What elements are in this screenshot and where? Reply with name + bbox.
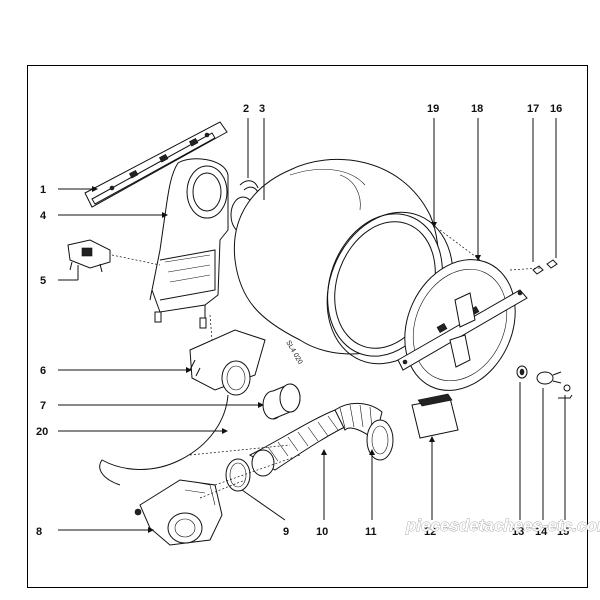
- callout-3: 3: [259, 103, 265, 115]
- part-13-14-15-small: [516, 365, 573, 399]
- callout-16: 16: [550, 103, 562, 115]
- callout-leaders: [58, 118, 566, 533]
- callout-10: 10: [316, 526, 328, 538]
- part-11-hose-clamp: [366, 419, 394, 461]
- part-20-cable: [99, 394, 229, 486]
- callout-2: 2: [243, 103, 249, 115]
- callout-20: 20: [36, 426, 48, 438]
- part-6-inlet-housing: [189, 329, 266, 396]
- callout-13: 13: [512, 526, 524, 538]
- callout-8: 8: [36, 526, 42, 538]
- part-8-fan-motor: [134, 454, 301, 546]
- diagram-frame: [27, 65, 588, 588]
- callout-9: 9: [283, 526, 289, 538]
- callout-1: 1: [40, 184, 46, 196]
- part-16-17-screws: [509, 259, 558, 275]
- drawing-code: SL4 020: [284, 340, 303, 366]
- callout-18: 18: [471, 103, 483, 115]
- callout-14: 14: [535, 526, 548, 538]
- callout-17: 17: [527, 103, 539, 115]
- part-9-gasket: [225, 458, 251, 492]
- callout-numbers: 1 2 3 4 5 6 7 8 9 10 11 12 13 14 15 16 1…: [36, 103, 569, 538]
- callout-4: 4: [40, 210, 47, 222]
- callout-12: 12: [424, 526, 436, 538]
- watermark: piecesdetachees-etc.com: [405, 516, 600, 535]
- callout-15: 15: [557, 526, 569, 538]
- part-7-short-duct: [262, 383, 301, 420]
- callout-6: 6: [40, 365, 46, 377]
- part-1-top-bracket: [84, 121, 228, 208]
- callout-5: 5: [40, 275, 46, 287]
- callout-7: 7: [40, 400, 46, 412]
- part-5-switch: [67, 239, 161, 273]
- part-18-front-plate: [397, 259, 528, 391]
- assembly-guide-lines: [189, 229, 481, 499]
- part-12-filter: [411, 393, 459, 439]
- part-4-duct-housing: [149, 158, 229, 329]
- callout-19: 19: [427, 103, 439, 115]
- callout-11: 11: [365, 526, 377, 538]
